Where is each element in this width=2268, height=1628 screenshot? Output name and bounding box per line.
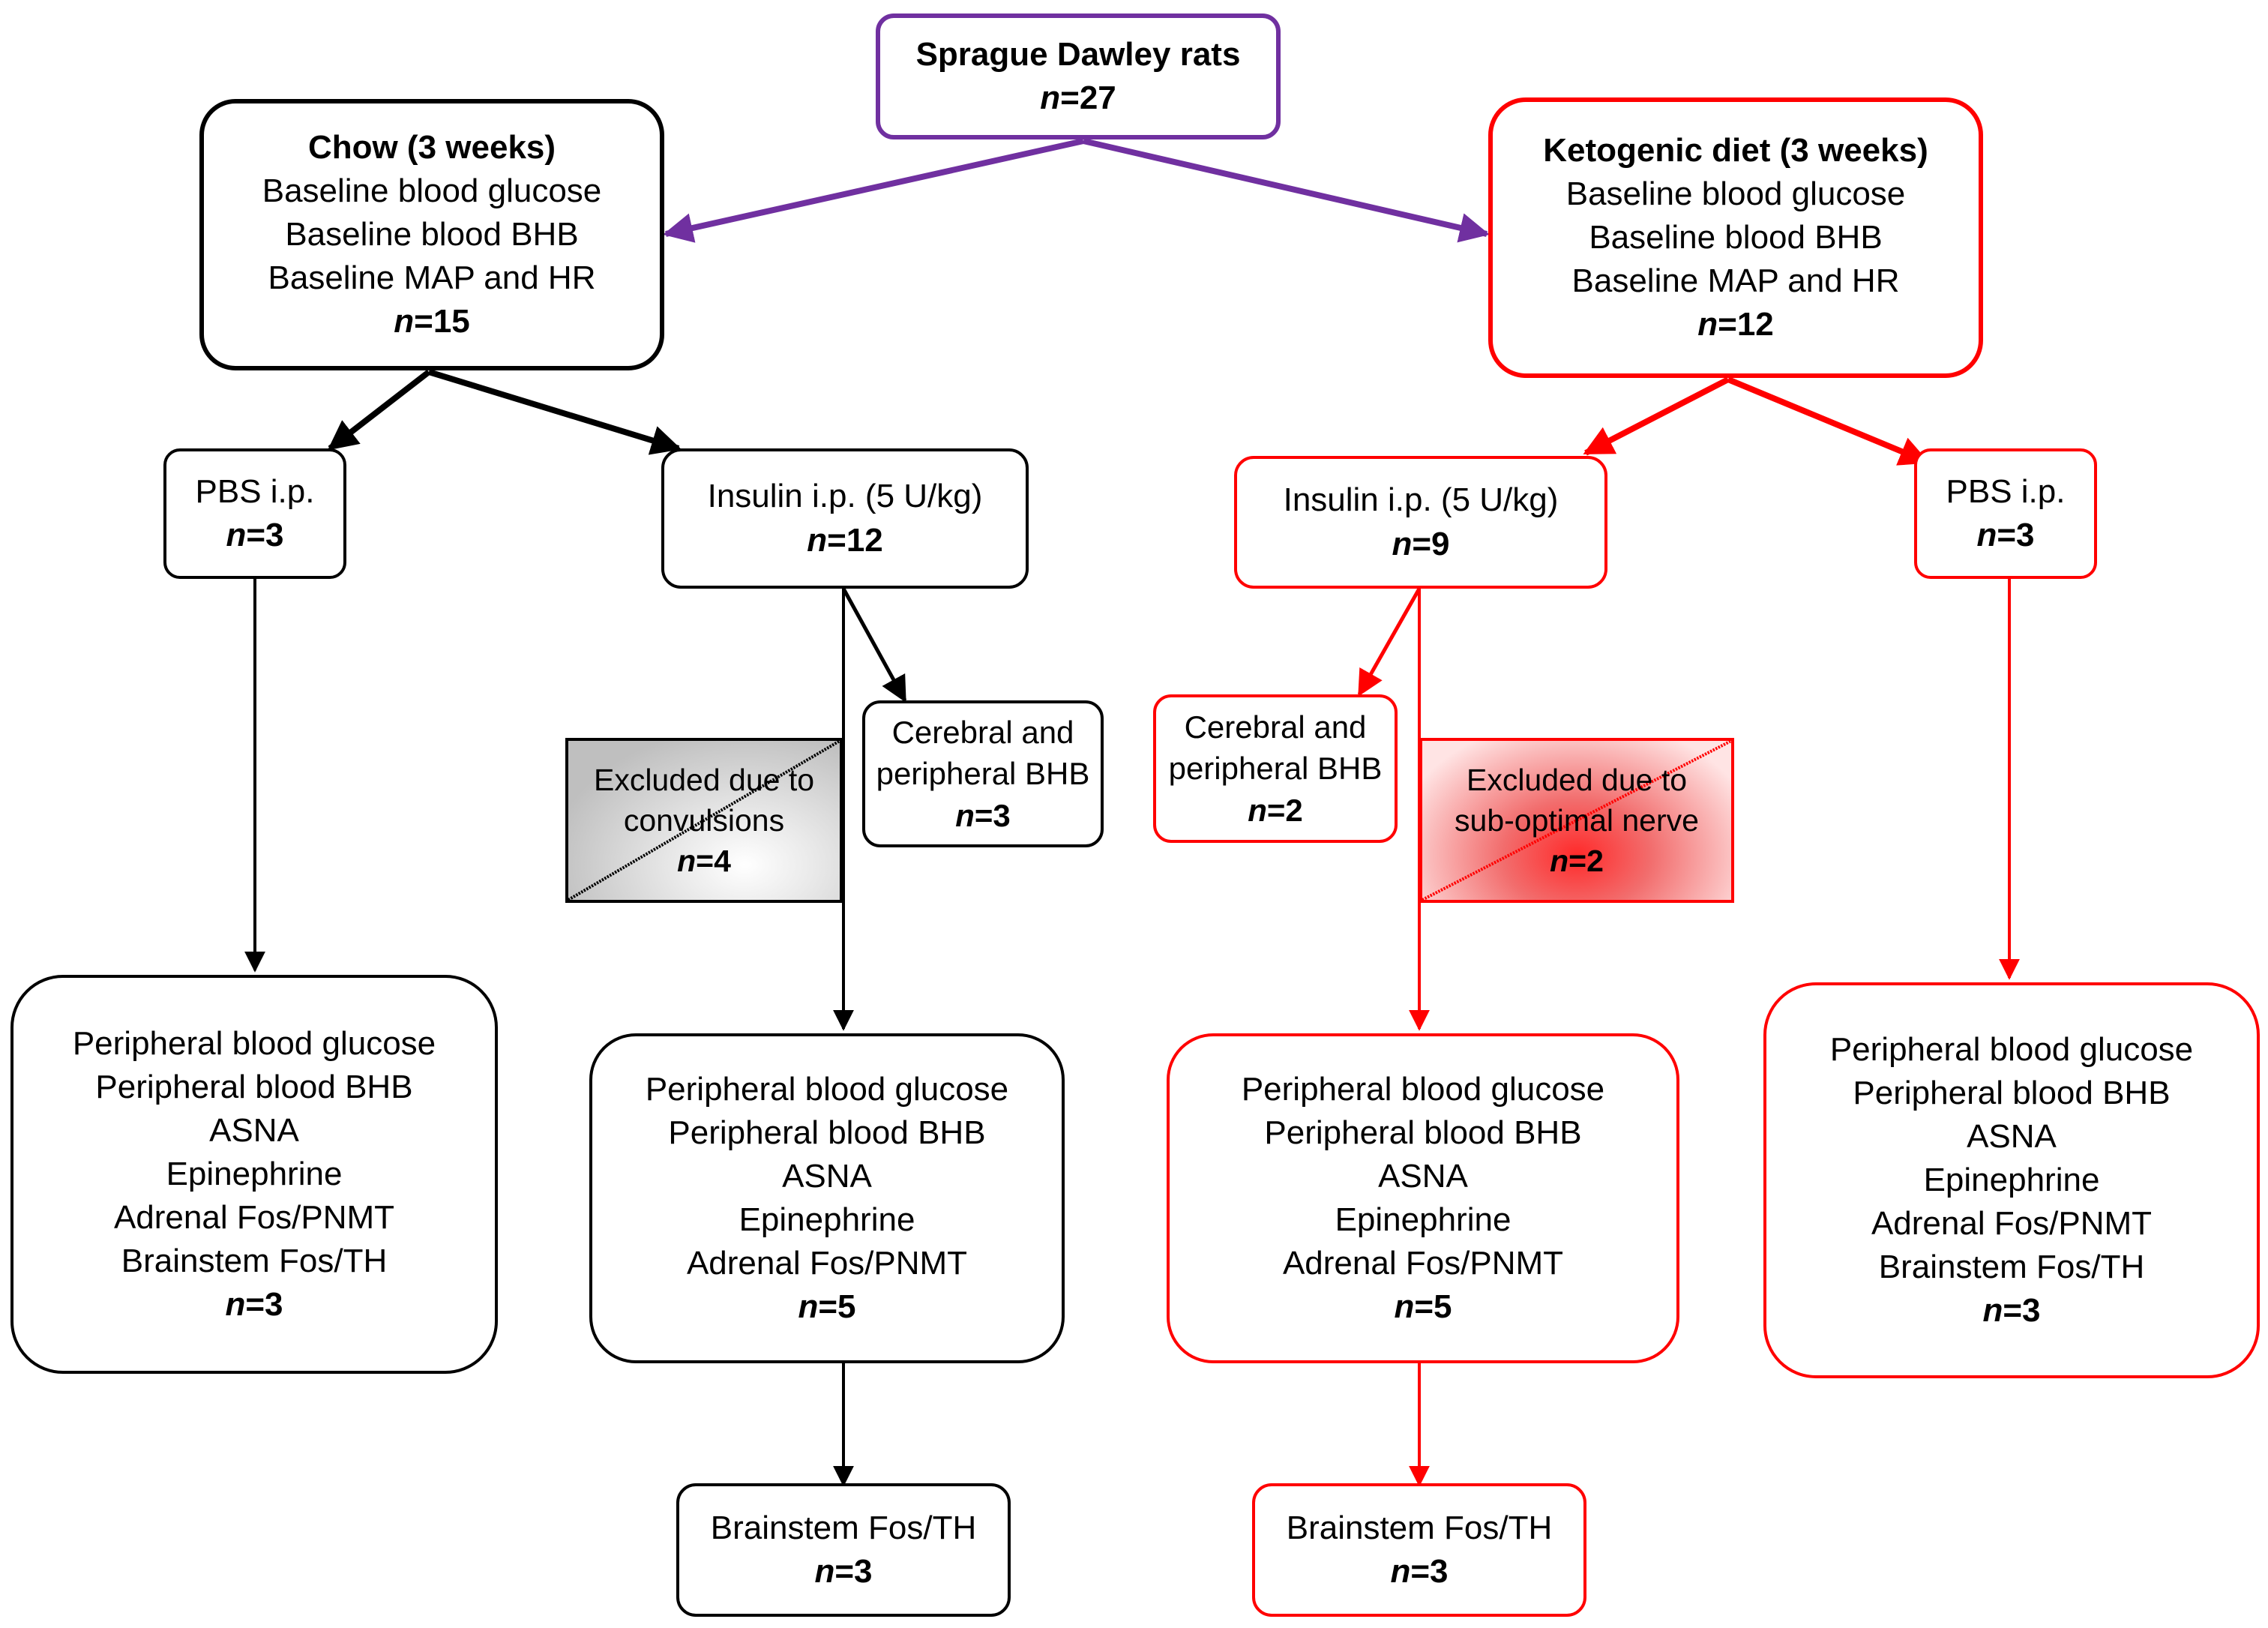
keto-pbs-outcome-5: Adrenal Fos/PNMT	[1871, 1205, 2153, 1243]
keto-pbs-box: PBS i.p. n=3	[1914, 448, 2097, 579]
keto-insulin-outcome-4: Epinephrine	[1335, 1201, 1512, 1238]
chow-cerebral-n: n=3	[955, 797, 1011, 833]
chow-brainstem-box: Brainstem Fos/TH n=3	[676, 1483, 1011, 1617]
keto-excluded-n: n=2	[1550, 844, 1604, 879]
keto-line-1: Baseline blood glucose	[1565, 175, 1906, 212]
keto-insulin-box: Insulin i.p. (5 U/kg) n=9	[1234, 456, 1607, 589]
chow-insulin-box: Insulin i.p. (5 U/kg) n=12	[661, 448, 1029, 589]
chow-insulin-outcome-2: Peripheral blood BHB	[668, 1114, 986, 1151]
chow-excluded-line-2: convulsions	[623, 802, 785, 838]
keto-insulin-outcome-n: n=5	[1394, 1288, 1452, 1326]
keto-excluded-box: Excluded due to sub-optimal nerve n=2	[1419, 738, 1734, 903]
keto-pbs-outcome-box: Peripheral blood glucose Peripheral bloo…	[1763, 982, 2260, 1378]
keto-pbs-outcome-2: Peripheral blood BHB	[1853, 1074, 2171, 1111]
keto-brainstem-n: n=3	[1390, 1553, 1449, 1590]
keto-cerebral-line-2: peripheral BHB	[1168, 751, 1383, 787]
chow-cerebral-box: Cerebral and peripheral BHB n=3	[862, 700, 1104, 847]
keto-brainstem-label: Brainstem Fos/TH	[1286, 1509, 1553, 1546]
chow-box: Chow (3 weeks) Baseline blood glucose Ba…	[199, 99, 664, 370]
chow-pbs-label: PBS i.p.	[195, 472, 315, 510]
chow-pbs-outcome-box: Peripheral blood glucose Peripheral bloo…	[10, 975, 498, 1374]
chow-excluded-line-1: Excluded due to	[593, 762, 815, 797]
chow-pbs-outcome-5: Adrenal Fos/PNMT	[113, 1199, 395, 1237]
chow-pbs-outcome-2: Peripheral blood BHB	[95, 1068, 413, 1105]
arrow-keto-to-insulin	[1583, 376, 1730, 456]
chow-cerebral-line-1: Cerebral and	[891, 714, 1074, 750]
arrow-keto-to-pbs	[1727, 376, 1930, 466]
chow-pbs-outcome-n: n=3	[225, 1286, 283, 1324]
keto-insulin-outcome-5: Adrenal Fos/PNMT	[1282, 1245, 1564, 1282]
chow-brainstem-n: n=3	[814, 1553, 873, 1590]
chow-cerebral-line-2: peripheral BHB	[876, 756, 1090, 792]
keto-insulin-label: Insulin i.p. (5 U/kg)	[1283, 481, 1559, 519]
chow-line-3: Baseline MAP and HR	[268, 259, 596, 297]
keto-pbs-outcome-1: Peripheral blood glucose	[1829, 1030, 2194, 1068]
keto-line-3: Baseline MAP and HR	[1571, 262, 1900, 300]
root-title: Sprague Dawley rats	[915, 35, 1241, 73]
keto-excluded-diagonal	[1422, 741, 1731, 900]
arrow-root-to-chow	[663, 138, 1084, 243]
keto-brainstem-box: Brainstem Fos/TH n=3	[1252, 1483, 1586, 1617]
chow-pbs-box: PBS i.p. n=3	[163, 448, 346, 579]
keto-pbs-outcome-n: n=3	[1982, 1292, 2041, 1330]
keto-cerebral-n: n=2	[1248, 792, 1303, 828]
chow-line-2: Baseline blood BHB	[285, 215, 579, 253]
chow-line-1: Baseline blood glucose	[262, 172, 602, 209]
keto-insulin-outcome-2: Peripheral blood BHB	[1264, 1114, 1582, 1151]
root-n: n=27	[1040, 79, 1116, 116]
chow-insulin-label: Insulin i.p. (5 U/kg)	[707, 478, 983, 515]
keto-cerebral-box: Cerebral and peripheral BHB n=2	[1153, 694, 1398, 843]
chow-insulin-n: n=12	[807, 521, 883, 559]
keto-pbs-outcome-6: Brainstem Fos/TH	[1878, 1249, 2145, 1286]
arrow-chow-to-insulin	[427, 369, 682, 455]
keto-pbs-outcome-3: ASNA	[1967, 1117, 2057, 1155]
keto-title: Ketogenic diet (3 weeks)	[1543, 131, 1928, 169]
keto-cerebral-line-1: Cerebral and	[1184, 709, 1367, 745]
chow-insulin-outcome-5: Adrenal Fos/PNMT	[686, 1245, 968, 1282]
chow-pbs-outcome-3: ASNA	[209, 1111, 299, 1149]
chow-excluded-n: n=4	[677, 844, 731, 879]
arrow-chow-insulin-to-cerebral	[841, 587, 907, 703]
chow-pbs-outcome-4: Epinephrine	[166, 1155, 343, 1192]
arrow-root-to-keto	[1083, 138, 1490, 243]
keto-excluded-line-1: Excluded due to	[1466, 762, 1688, 797]
chow-n: n=15	[394, 303, 470, 340]
chow-excluded-box: Excluded due to convulsions n=4	[565, 738, 843, 903]
chow-insulin-outcome-3: ASNA	[782, 1157, 872, 1195]
chow-excluded-diagonal	[568, 741, 840, 900]
chow-pbs-outcome-6: Brainstem Fos/TH	[121, 1243, 388, 1280]
keto-pbs-outcome-4: Epinephrine	[1923, 1161, 2100, 1198]
root-box: Sprague Dawley rats n=27	[876, 13, 1281, 139]
arrow-keto-insulin-to-cerebral	[1357, 587, 1422, 697]
chow-title: Chow (3 weeks)	[307, 128, 556, 166]
keto-pbs-n: n=3	[1976, 517, 2035, 553]
chow-pbs-n: n=3	[226, 517, 284, 553]
keto-line-2: Baseline blood BHB	[1589, 218, 1883, 256]
keto-pbs-label: PBS i.p.	[1946, 472, 2066, 510]
arrow-chow-to-pbs	[327, 369, 431, 451]
keto-n: n=12	[1697, 306, 1774, 343]
keto-insulin-outcome-1: Peripheral blood glucose	[1241, 1070, 1605, 1108]
chow-insulin-outcome-box: Peripheral blood glucose Peripheral bloo…	[589, 1033, 1065, 1363]
chow-pbs-outcome-1: Peripheral blood glucose	[72, 1024, 436, 1062]
keto-insulin-outcome-3: ASNA	[1378, 1157, 1468, 1195]
keto-insulin-n: n=9	[1392, 525, 1450, 562]
chow-insulin-outcome-n: n=5	[798, 1288, 856, 1326]
keto-excluded-line-2: sub-optimal nerve	[1455, 802, 1699, 838]
chow-insulin-outcome-4: Epinephrine	[739, 1201, 915, 1238]
keto-box: Ketogenic diet (3 weeks) Baseline blood …	[1488, 97, 1983, 378]
keto-insulin-outcome-box: Peripheral blood glucose Peripheral bloo…	[1167, 1033, 1679, 1363]
chow-brainstem-label: Brainstem Fos/TH	[710, 1509, 977, 1546]
chow-insulin-outcome-1: Peripheral blood glucose	[645, 1070, 1009, 1108]
